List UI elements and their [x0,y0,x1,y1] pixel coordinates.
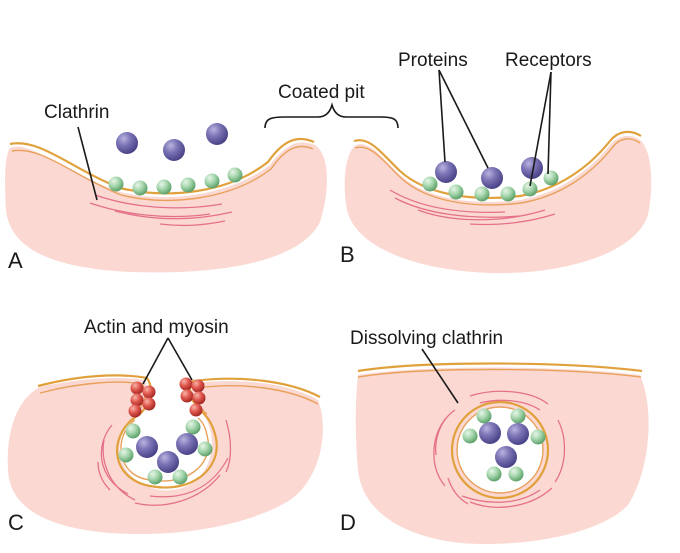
membrane-inner [11,145,314,202]
clathrin-coat [89,194,233,227]
plasma-membrane [188,377,321,413]
receptor [462,428,478,444]
receptor [132,180,148,196]
actin-leader-line [142,337,169,385]
receptor [500,186,516,202]
panel-a: Clathrin A [5,102,327,273]
receptor [185,419,201,435]
receptor [522,181,538,197]
protein [157,451,179,473]
actin-myosin-bead [191,379,205,393]
receptor [227,167,243,183]
clathrin-label: Clathrin [44,102,109,123]
panel-letter-b: B [340,242,355,267]
coated-pit-label: Coated pit [278,82,365,103]
coated-pit-brace [264,102,399,129]
protein [481,167,503,189]
actin-myosin-bead [130,393,144,407]
dissolving-clathrin-coat [433,390,566,508]
receptor [204,173,220,189]
protein [435,161,457,183]
clathrin-leader-line [77,126,98,201]
free-proteins [116,123,228,161]
protein [521,157,543,179]
actin-myosin-bead [130,381,144,395]
actin-myosin-bead [192,391,206,405]
actin-myosin-bead [189,403,203,417]
panel-c: Actin and myosin C [7,317,323,535]
receptor [108,176,124,192]
plasma-membrane [357,362,643,373]
receptor [510,408,526,424]
membrane-inner [357,368,642,378]
panel-d: Dissolving clathrin D [340,328,649,545]
internalized-proteins [136,433,198,473]
plasma-membrane [353,130,642,199]
protein [163,139,185,161]
proteins-label: Proteins [398,50,468,71]
internalized-proteins [479,422,529,468]
actin-myosin-bead [180,389,194,403]
receptor [118,447,134,463]
receptors-leader-line [529,71,552,187]
receptors-label: Receptors [505,50,592,71]
clathrin-coat [389,189,556,226]
receptor [474,186,490,202]
panel-letter-a: A [8,248,23,273]
clathrin-coat [97,419,232,506]
actin-myosin-bead [142,385,156,399]
receptors [422,170,559,202]
actin-myosin-bead [142,397,156,411]
membrane-inner [354,138,641,206]
protein [507,423,529,445]
receptor [508,466,524,482]
protein [479,422,501,444]
receptor [172,469,188,485]
actin-myosin-label: Actin and myosin [84,317,229,338]
receptor [486,466,502,482]
protein [136,436,158,458]
receptor [422,176,438,192]
dissolving-clathrin-label: Dissolving clathrin [350,328,503,349]
receptors [118,419,213,485]
protein [176,433,198,455]
cell-body [7,378,323,535]
receptor [147,469,163,485]
dissolving-leader-line [421,348,459,404]
receptor [180,177,196,193]
plasma-membrane [9,137,315,195]
protein [495,446,517,468]
protein [206,123,228,145]
receptors [462,408,546,482]
actin-myosin-cluster-right [179,377,206,417]
actin-myosin-cluster-left [128,381,156,418]
actin-leader-line [167,337,193,381]
proteins-leader-line [438,69,489,169]
receptor [197,441,213,457]
vesicle-membrane [116,411,218,489]
receptor [448,184,464,200]
receptor [125,423,141,439]
panel-letter-c: C [8,510,24,535]
protein [116,132,138,154]
receptor [530,429,546,445]
bound-proteins [435,157,543,189]
receptor [476,408,492,424]
receptor [156,179,172,195]
actin-myosin-bead [128,404,142,418]
panel-b: Coated pit Proteins Receptors B [264,50,652,274]
panel-letter-d: D [340,510,356,535]
receptors-leader-line [547,71,552,175]
actin-myosin-bead [179,377,193,391]
proteins-leader-line [438,69,446,163]
receptor [543,170,559,186]
receptors [108,167,243,196]
